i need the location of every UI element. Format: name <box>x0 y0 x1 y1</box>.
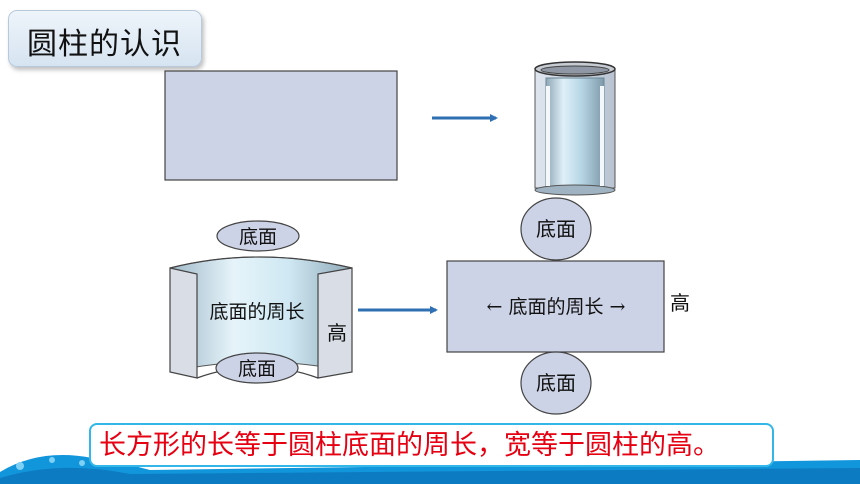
conclusion-box: 长方形的长等于圆柱底面的周长，宽等于圆柱的高。 <box>89 423 774 467</box>
rolled-cylinder <box>534 61 616 196</box>
circumference-label-cylinder: 底面的周长 <box>209 301 304 323</box>
base-ellipse-bottom <box>215 352 299 384</box>
base-label-ellipse-top: 底面 <box>239 226 277 248</box>
title-banner: 圆柱的认识 <box>8 10 202 67</box>
unrolled-rectangle <box>446 260 665 353</box>
conclusion-text: 长方形的长等于圆柱底面的周长，宽等于圆柱的高。 <box>99 430 720 461</box>
base-label-circle-bottom: 底面 <box>536 371 576 395</box>
base-circle-top <box>520 197 592 261</box>
flat-rectangle <box>164 70 398 181</box>
base-ellipse-top <box>216 220 300 252</box>
circumference-label-rect: ← 底面的周长 → <box>487 296 626 318</box>
base-circle-bottom <box>520 351 592 415</box>
base-label-ellipse-bottom: 底面 <box>238 358 276 380</box>
opened-cylinder <box>169 256 353 379</box>
height-label-cylinder: 高 <box>327 321 347 345</box>
wave-decoration <box>0 455 860 484</box>
height-label-rect: 高 <box>670 291 690 315</box>
page-title: 圆柱的认识 <box>27 27 182 62</box>
base-label-circle-top: 底面 <box>536 217 576 241</box>
